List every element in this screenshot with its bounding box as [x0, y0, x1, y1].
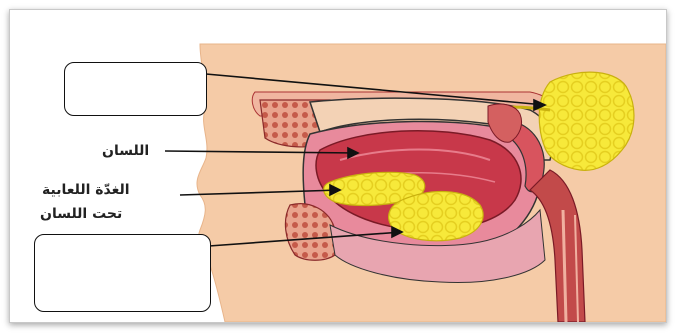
answer-box-bottom[interactable]	[34, 234, 211, 312]
label-sublingual-gland-line1: الغدّة اللعابية	[42, 181, 130, 199]
label-tongue: اللسان	[102, 142, 149, 160]
label-sublingual-gland-line2: تحت اللسان	[40, 205, 122, 223]
diagram-frame: اللسان الغدّة اللعابية تحت اللسان	[9, 9, 667, 323]
answer-box-top[interactable]	[64, 62, 207, 116]
